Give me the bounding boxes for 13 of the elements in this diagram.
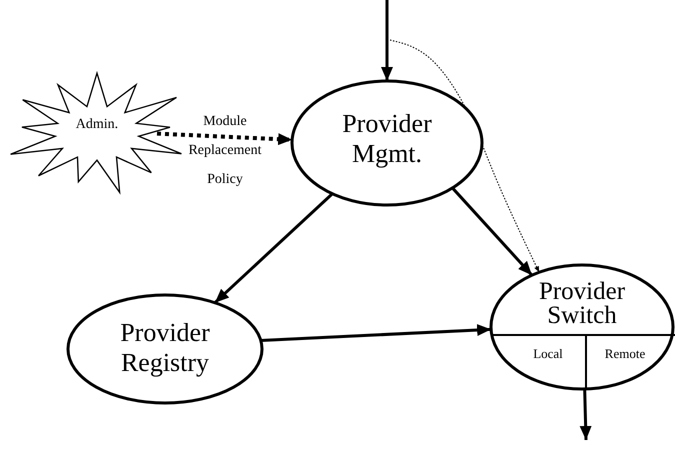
node-label: Admin. [74, 118, 120, 132]
edge-label: Module Replacement Policy [187, 113, 263, 189]
arrow [156, 132, 292, 146]
node-label: Provider Registry [119, 318, 211, 378]
arrow [214, 192, 334, 304]
node-label: Provider Switch [538, 280, 626, 328]
arrow [451, 186, 534, 276]
node-label: Provider Mgmt. [341, 109, 433, 169]
arrow [381, 0, 393, 81]
section-label: Remote [604, 347, 646, 360]
section-label: Local [532, 347, 564, 360]
arrow [580, 388, 592, 440]
arrow [260, 324, 492, 342]
